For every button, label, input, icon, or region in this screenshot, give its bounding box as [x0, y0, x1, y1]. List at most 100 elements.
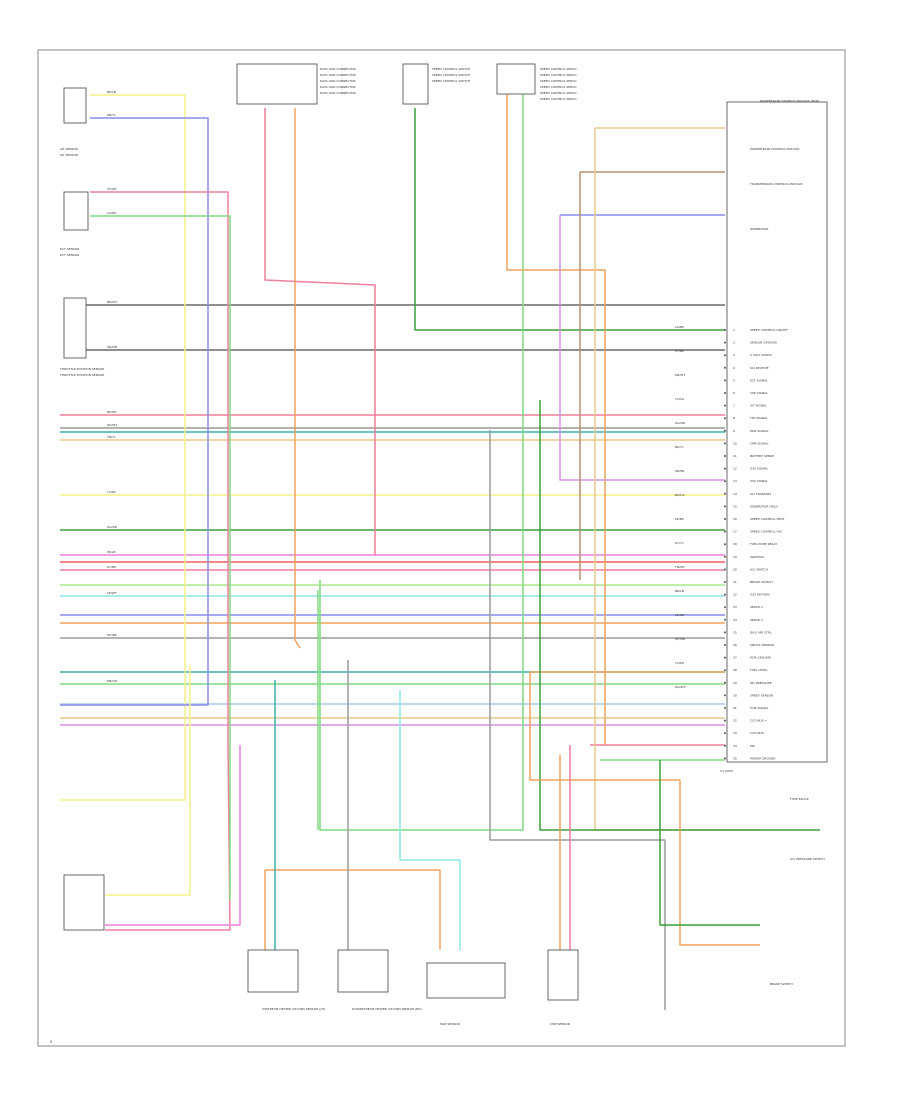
- pcm-pin-label: SPEED SENSOR: [750, 693, 773, 697]
- wire-label-left: LB/WT: [107, 591, 117, 595]
- page-frame: [37, 49, 846, 1047]
- wire-label-left: BK/LB: [107, 90, 116, 94]
- wire-label-right: BK/YL: [675, 445, 684, 449]
- wire-label-left: GY/BK: [107, 565, 117, 569]
- pcm-pin-number: 28: [733, 668, 737, 672]
- pin-dot: [724, 581, 726, 583]
- pcm-pin-label: IAT SIGNAL: [750, 404, 767, 408]
- wire-label-left: BR/WT: [107, 300, 117, 304]
- pin-dot: [724, 354, 726, 357]
- wire-label-right: LG/BK: [675, 325, 685, 329]
- pin-dot: [724, 518, 726, 520]
- iat-sensor-box: [63, 87, 87, 124]
- pin-dot: [724, 429, 726, 432]
- pcm-pin-number: 25: [733, 630, 737, 634]
- pcm-pin-number: 14: [733, 492, 737, 496]
- pcm-pin-number: 20: [733, 567, 737, 571]
- pcm-pin-number: 32: [733, 719, 737, 723]
- wire-v-4: [264, 108, 376, 555]
- wire-label-left: DG/RD: [107, 525, 118, 529]
- tps-box: [63, 297, 87, 359]
- right-label-4: FUSE BLOCK: [790, 797, 810, 801]
- wire-label-right: TN/WT: [674, 565, 685, 569]
- pcm-pin-label: SCI TRANSMIT: [750, 492, 771, 496]
- pin-dot: [724, 392, 726, 394]
- wire-label-right: PK/BK: [675, 517, 685, 521]
- pcm-pin-number: 35: [733, 756, 737, 760]
- top-label-3: SPEED CONTROL SERVO: [540, 97, 577, 101]
- top-label-3: SPEED CONTROL SERVO: [540, 85, 577, 89]
- right-label-2: TRANSMISSION CONTROL MODULE: [749, 182, 802, 186]
- pcm-pin-label: ECT SIGNAL: [750, 378, 768, 382]
- pcm-pin-number: 11: [733, 454, 737, 458]
- left-label-2b: ECT SENSOR: [60, 253, 79, 257]
- top-label-1: DATA LINK CONNECTOR: [320, 73, 356, 77]
- pcm-pin-label: VSS SIGNAL: [750, 479, 768, 483]
- pcm-pin-number: 19: [733, 555, 737, 559]
- wire-v-5: [294, 108, 301, 649]
- pcm-pin-label: O2S SIGNAL: [750, 467, 769, 471]
- wire-v-8: [506, 85, 606, 745]
- wire-label-left: WT/BK: [107, 633, 118, 637]
- top-label-1: DATA LINK CONNECTOR: [320, 67, 356, 71]
- wire-v-7: [319, 85, 524, 831]
- wire-label-left: VT/WT: [107, 187, 117, 191]
- bottom-label-4: CMP SENSOR: [550, 1022, 570, 1026]
- pcm-pin-label: CCD BUS -: [750, 731, 766, 735]
- wire-label-left: DB/YL: [107, 113, 116, 117]
- left-bottom-connector-box: [63, 874, 105, 931]
- top-label-2: SPEED CONTROL SWITCH: [432, 73, 470, 77]
- pin-dot: [724, 757, 726, 760]
- pin-dot: [724, 366, 726, 369]
- data-link-connector-box: [236, 63, 318, 105]
- pcm-pin-label: SPEED CONTROL VENT: [750, 517, 785, 521]
- top-label-3: SPEED CONTROL SERVO: [540, 91, 577, 95]
- wire-label-left: TN/YL: [106, 435, 116, 439]
- wire-label-right: DB/WT: [675, 373, 685, 377]
- pcm-pin-label: BATTERY SENSE: [750, 454, 774, 458]
- pcm-pin-label: POWER GROUND: [750, 756, 776, 760]
- pcm-pin-number: 16: [733, 517, 737, 521]
- bottom-label-1: UPSTREAM HEATED OXYGEN SENSOR (LH): [262, 1007, 325, 1011]
- wire-label-left: RD/WT: [107, 423, 117, 427]
- wire-label-right: OR/BK: [675, 469, 686, 473]
- pcm-pin-number: 18: [733, 542, 737, 546]
- left-label-2: ECT SENSOR: [60, 247, 79, 251]
- top-label-1: DATA LINK CONNECTOR: [320, 85, 356, 89]
- wire-label-right: LB/RD: [675, 613, 685, 617]
- pcm-pin-number: 1: [733, 328, 735, 332]
- pcm-pin-label: O2S RETURN: [750, 593, 769, 597]
- wire-label-right: DG/OR: [675, 421, 685, 425]
- pcm-pin-number: 31: [733, 706, 737, 710]
- pcm-pin-label: CCD BUS +: [750, 719, 768, 723]
- pcm-pin-number: 34: [733, 744, 737, 748]
- pin-dot: [724, 719, 726, 722]
- wire-v-1: [60, 117, 209, 706]
- wire-label-right: BR/LB: [675, 589, 684, 593]
- label-layer: DATA LINK CONNECTOR DATA LINK CONNECTOR DA…: [59, 67, 825, 1026]
- pin-dot: [724, 442, 726, 445]
- pin-dot: [724, 618, 726, 621]
- pin-dot: [724, 404, 726, 407]
- wire-v-3: [90, 215, 231, 900]
- pcm-pin-number: 17: [733, 530, 737, 534]
- pin-dot: [724, 656, 726, 659]
- upstream-o2-box: [247, 949, 299, 993]
- pcm-pin-label: TPS SIGNAL: [749, 416, 768, 420]
- right-label-1: POWERTRAIN CONTROL MODULE: [750, 147, 800, 151]
- pin-dot: [724, 631, 726, 634]
- pin-dot: [724, 455, 726, 457]
- pin-dot: [724, 568, 726, 571]
- left-label-3: THROTTLE POSITION SENSOR: [59, 367, 104, 371]
- wire-layer: [60, 85, 820, 1010]
- wire-label-right: GY/YL: [675, 541, 684, 545]
- ect-sensor-box: [63, 191, 89, 231]
- pin-dot: [724, 707, 726, 709]
- pcm-pin-number: 26: [733, 643, 737, 647]
- top-label-2: SPEED CONTROL SWITCH: [432, 67, 470, 71]
- wire-v-6: [414, 108, 725, 331]
- pin-dot: [724, 744, 726, 747]
- top-label-3: SPEED CONTROL SERVO: [540, 67, 577, 71]
- right-label-6: BRAKE SWITCH: [770, 982, 793, 986]
